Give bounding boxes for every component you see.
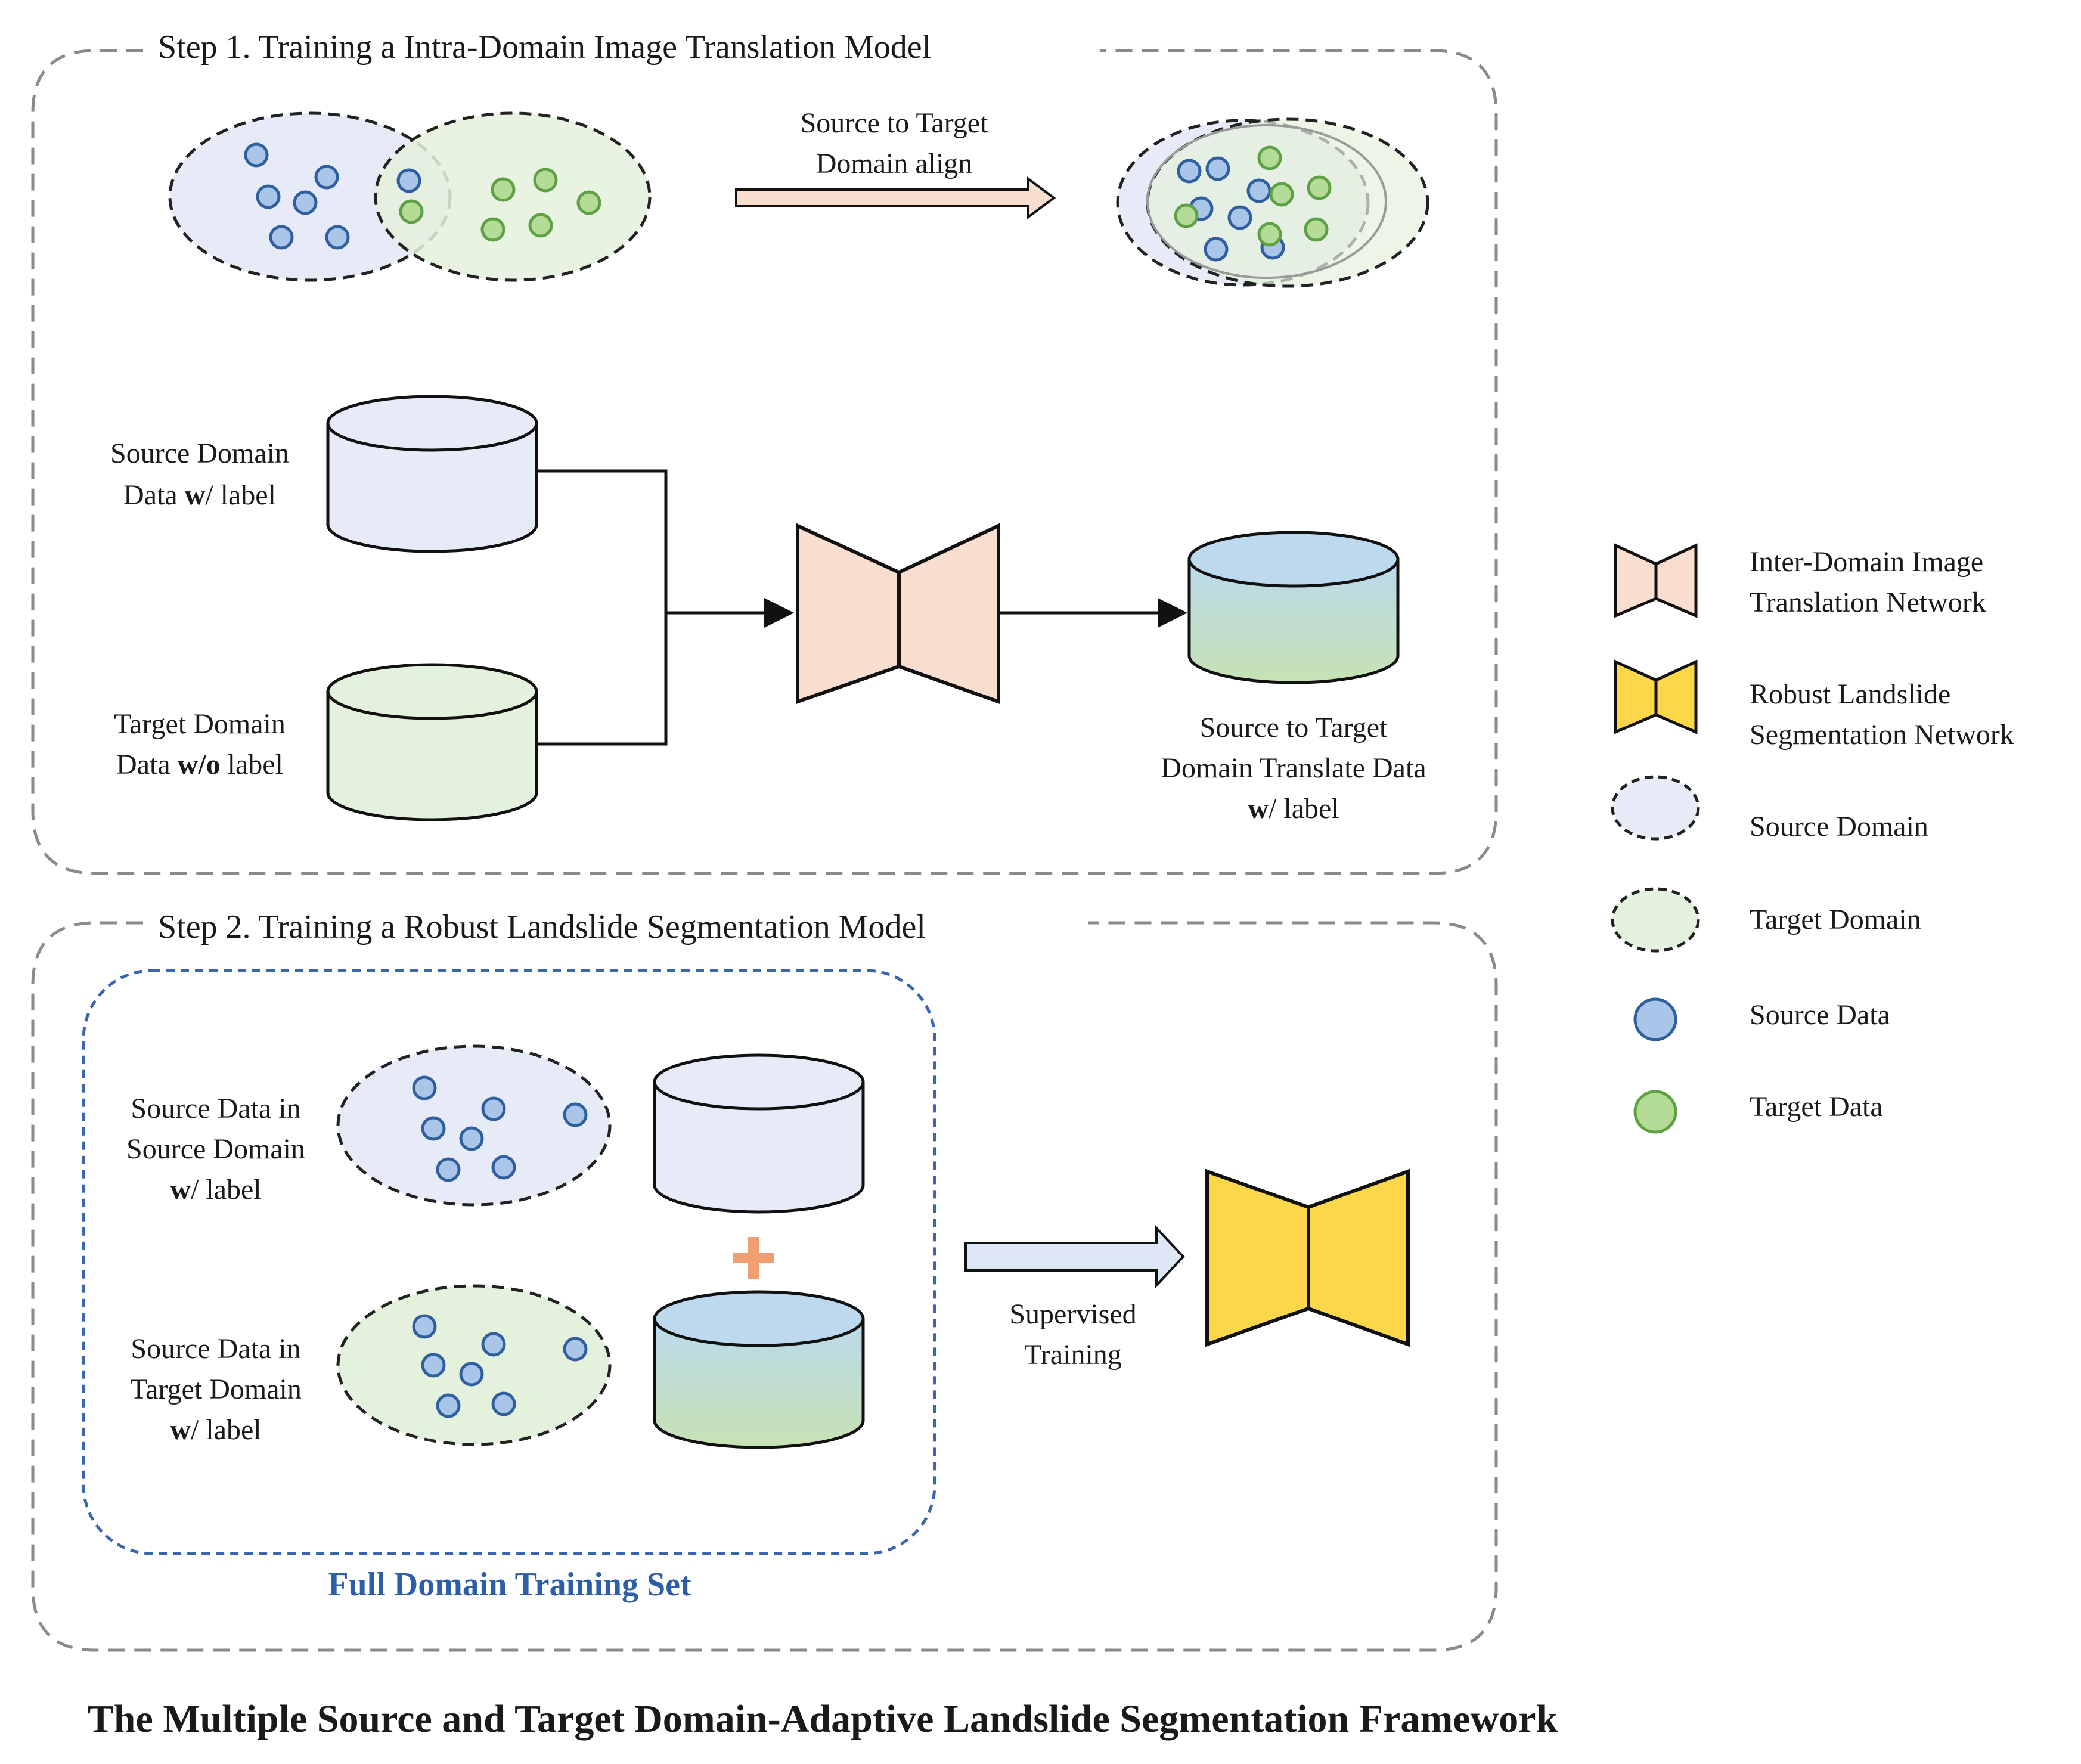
translated-db-label-1: Source to Target: [1200, 712, 1388, 743]
legend-source-domain-icon: [1611, 775, 1700, 841]
step2-panel: Step 2. Training a Robust Landslide Segm…: [31, 909, 1498, 1652]
source-db-label-2: Data w/ label: [123, 479, 276, 511]
domain-ellipses-after: [1116, 117, 1429, 288]
source-db-label-1: Source Domain: [110, 438, 289, 469]
connectors: [536, 469, 1187, 746]
full-domain-box: [82, 969, 936, 1555]
translated-data-cylinder: [1187, 531, 1400, 684]
legend-target-domain: Target Domain: [1750, 904, 1921, 935]
src-in-src-label-2: Source Domain: [126, 1133, 305, 1165]
legend-translation-icon: [1614, 543, 1698, 618]
legend-inter-domain-1: Inter-Domain Image: [1750, 546, 1983, 578]
legend-target-data-icon: [1633, 1090, 1677, 1134]
src-in-tgt-label-3: w/ label: [170, 1414, 261, 1446]
source-domain-cylinder: [326, 395, 538, 553]
full-domain-label: Full Domain Training Set: [328, 1566, 691, 1603]
supervised-label-1: Supervised: [1009, 1298, 1136, 1330]
step2-source-cylinder: [653, 1053, 865, 1214]
aligned-overlap-ellipse: [1146, 124, 1387, 279]
step1-panel: Step 1. Training a Intra-Domain Image Tr…: [31, 29, 1498, 875]
source-dots: [244, 142, 421, 250]
legend-target-domain-icon: [1611, 887, 1700, 953]
supervised-arrow: [964, 1224, 1185, 1289]
legend-source-domain: Source Domain: [1750, 811, 1928, 842]
segmentation-network: [1205, 1168, 1410, 1347]
legend-segmentation-icon: [1614, 659, 1698, 734]
main-title: The Multiple Source and Target Domain-Ad…: [88, 1697, 1558, 1741]
legend-inter-domain-2: Translation Network: [1750, 587, 1986, 618]
legend-source-data: Source Data: [1750, 999, 1890, 1031]
step2-translated-cylinder: [653, 1290, 865, 1449]
target-db-label-1: Target Domain: [114, 708, 286, 740]
domain-ellipses-before: [168, 111, 652, 282]
legend: Inter-Domain Image Translation Network R…: [1611, 543, 2014, 1134]
legend-source-data-icon: [1633, 997, 1677, 1041]
src-in-src-label-1: Source Data in: [131, 1093, 300, 1124]
align-label-2: Domain align: [816, 148, 973, 179]
align-label-1: Source to Target: [801, 107, 988, 139]
step1-title: Step 1. Training a Intra-Domain Image Tr…: [158, 29, 931, 66]
translated-db-label-2: Domain Translate Data: [1161, 752, 1426, 784]
target-domain-cylinder: [326, 663, 538, 821]
src-in-src-label-3: w/ label: [170, 1174, 261, 1205]
translation-network: [796, 523, 1000, 705]
src-in-tgt-label-2: Target Domain: [130, 1374, 302, 1405]
step2-title: Step 2. Training a Robust Landslide Segm…: [158, 909, 926, 945]
src-in-tgt-label-1: Source Data in: [131, 1333, 300, 1365]
legend-robust-2: Segmentation Network: [1750, 719, 2014, 751]
legend-target-data: Target Data: [1750, 1091, 1883, 1123]
aligned-target-dots: [1174, 145, 1332, 247]
src-in-tgt-ellipse-group: [336, 1284, 612, 1446]
src-in-src-ellipse-group: [336, 1044, 612, 1207]
step1-border: [31, 49, 1498, 875]
align-arrow: [735, 176, 1056, 219]
plus-icon: [733, 1237, 774, 1279]
supervised-label-2: Training: [1024, 1339, 1122, 1371]
target-dots: [399, 168, 601, 242]
step2-border: [31, 921, 1498, 1652]
legend-robust-1: Robust Landslide: [1750, 678, 1950, 710]
translated-db-label-3: w/ label: [1248, 793, 1339, 824]
target-db-label-2: Data w/o label: [116, 749, 283, 780]
src-in-src-ellipse: [336, 1044, 612, 1207]
